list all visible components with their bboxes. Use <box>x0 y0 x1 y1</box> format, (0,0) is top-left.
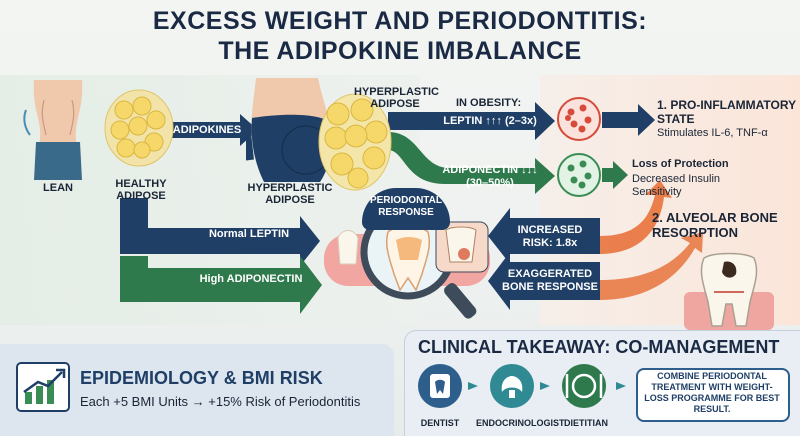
exaggerated-bone-label: EXAGGERATED BONE RESPONSE <box>502 268 598 293</box>
role-dentist: DENTIST <box>420 418 460 428</box>
pro-inflammatory-desc: Stimulates IL-6, TNF-α <box>657 127 768 139</box>
dietitian-icon <box>562 364 606 408</box>
bar-chart-icon <box>16 362 70 412</box>
loss-of-protection-title: Loss of Protection <box>632 158 729 170</box>
epidemiology-title: EPIDEMIOLOGY & BMI RISK <box>80 368 323 388</box>
periodontal-response-badge <box>362 188 450 230</box>
high-adiponectin-label: High ADIPONECTIN <box>199 273 303 285</box>
high-adiponectin-arrow <box>120 256 322 314</box>
role-endocrinologist: ENDOCRINOLOGIST <box>476 418 565 428</box>
in-obesity-label: IN OBESITY: <box>456 97 522 109</box>
lean-body-illustration <box>23 80 83 180</box>
adiponectin-down-label: ADIPONECTIN ↓↓↓ (30–50%) <box>442 164 538 189</box>
periodontal-response-label: PERIODONTAL RESPONSE <box>369 195 443 218</box>
loss-of-protection-desc: Decreased Insulin Sensitivity <box>632 173 721 198</box>
lean-label: LEAN <box>43 182 73 194</box>
advice-text: COMBINE PERIODONTAL TREATMENT WITH WEIGH… <box>644 371 780 414</box>
leptin-arrow <box>388 102 555 140</box>
obese-body-illustration <box>246 78 333 182</box>
hyperplastic-adipose-bottom-label: HYPERPLASTIC ADIPOSE <box>247 182 333 206</box>
title-line-2: THE ADIPOKINE IMBALANCE <box>218 37 582 65</box>
normal-leptin-arrow <box>120 198 320 266</box>
normal-leptin-label: Normal LEPTIN <box>208 228 290 240</box>
hyperplastic-adipose-top-label: HYPERPLASTIC ADIPOSE <box>354 86 439 110</box>
orange-curve-top <box>600 180 672 254</box>
pro-inflammatory-title: 1. PRO-INFLAMMATORY STATE <box>657 98 796 126</box>
title-line-1: EXCESS WEIGHT AND PERIODONTITIS: <box>152 7 648 35</box>
damaged-tooth-icon <box>684 252 774 330</box>
hyperplastic-adipose-illustration <box>318 93 392 191</box>
protective-cell-icon <box>557 153 601 197</box>
orange-curve-bottom <box>600 232 703 300</box>
adipokines-arrow <box>172 114 258 146</box>
role-dietitian: DIETITIAN <box>564 418 608 428</box>
healthy-adipose-illustration <box>104 89 174 167</box>
increased-risk-label: INCREASED RISK: 1.8x <box>517 224 583 249</box>
advice-box <box>636 368 790 422</box>
adiponectin-arrow <box>388 132 555 194</box>
exaggerated-bone-arrow <box>488 252 600 310</box>
to-loss-arrow <box>602 161 628 189</box>
epidemiology-desc: Each +5 BMI Units → +15% Risk of Periodo… <box>80 394 361 409</box>
adipokines-label: ADIPOKINES <box>172 124 242 136</box>
role-icons <box>418 364 626 408</box>
clinical-title: CLINICAL TAKEAWAY: CO-MANAGEMENT <box>418 337 780 357</box>
leptin-up-label: LEPTIN ↑↑↑ (2–3x) <box>443 115 537 127</box>
alveolar-bone-title: 2. ALVEOLAR BONE RESORPTION <box>652 210 778 240</box>
healthy-adipose-label: HEALTHY ADIPOSE <box>115 178 167 202</box>
increased-risk-arrow <box>488 208 600 264</box>
periodontal-response-illustration <box>324 204 490 319</box>
to-inflammatory-arrow <box>602 104 655 136</box>
inflammatory-cell-icon <box>557 97 601 141</box>
